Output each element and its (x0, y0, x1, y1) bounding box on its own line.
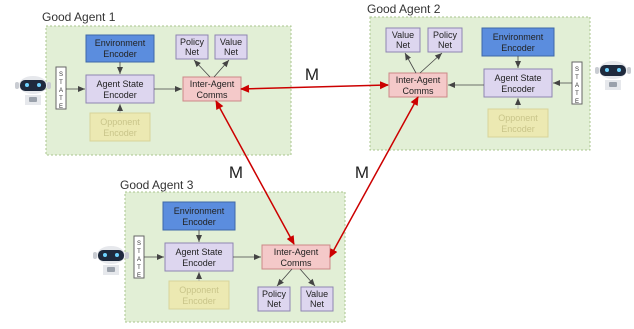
policy-net-label: Net (438, 40, 453, 50)
inter-agent-comms-label: Comms (281, 258, 312, 268)
state-letter: S (137, 241, 141, 247)
policy-net-label: Net (185, 47, 200, 57)
inter-agent-comms-label: Inter-Agent (190, 79, 235, 89)
state-letter: E (59, 104, 63, 110)
value-net-label: Net (224, 47, 239, 57)
opponent-encoder-label: Opponent (498, 113, 538, 123)
agent-state-encoder-label: Agent State (96, 79, 143, 89)
agent-state-encoder (483, 68, 553, 98)
agent-title: Good Agent 3 (120, 178, 194, 192)
state-letter: T (575, 91, 579, 97)
inter-agent-comms-label: Comms (403, 86, 434, 96)
agent-state-encoder-label: Encoder (103, 90, 137, 100)
value-net-label: Value (220, 37, 242, 47)
message-link-2-3 (329, 96, 419, 258)
message-label: M (229, 163, 243, 182)
state-letter: S (575, 67, 579, 73)
agent-panel-3: Good Agent 3 S T A T E Environment Encod… (120, 178, 346, 323)
opponent-encoder (89, 112, 151, 142)
inter-agent-comms (388, 72, 448, 98)
message-link-1-2 (240, 81, 389, 93)
opponent-encoder-label: Encoder (182, 296, 216, 306)
opponent-encoder-label: Encoder (501, 124, 535, 134)
arrow (213, 59, 230, 78)
state-letter: T (59, 80, 63, 86)
opponent-encoder-label: Opponent (179, 285, 219, 295)
arrow (299, 268, 316, 287)
policy-net-label: Net (267, 299, 282, 309)
state-letter: E (137, 273, 141, 279)
arrow (404, 52, 417, 74)
agent-title: Good Agent 2 (367, 2, 441, 16)
message-label: M (305, 65, 319, 84)
state-letter: E (575, 99, 579, 105)
agent-state-encoder (164, 242, 234, 272)
agent-state-encoder-label: Agent State (175, 247, 222, 257)
agent-state-encoder-label: Encoder (501, 84, 535, 94)
state-letter: A (59, 88, 63, 94)
message-links: M M M (215, 65, 419, 258)
value-net-label: Value (392, 30, 414, 40)
opponent-encoder-label: Encoder (103, 128, 137, 138)
value-net (385, 27, 421, 53)
agent-state-encoder-label: Agent State (494, 73, 541, 83)
environment-encoder (85, 34, 155, 63)
state-letter: T (137, 265, 141, 271)
value-net (214, 34, 248, 60)
inter-agent-comms-label: Inter-Agent (396, 75, 441, 85)
environment-encoder (481, 27, 555, 57)
agent-title: Good Agent 1 (42, 10, 116, 24)
inter-agent-comms-label: Comms (197, 90, 228, 100)
policy-net-label: Policy (180, 37, 205, 47)
value-net (300, 286, 334, 312)
message-label: M (355, 163, 369, 182)
state-letter: T (59, 96, 63, 102)
environment-encoder-label: Encoder (501, 43, 535, 53)
robot-icon (93, 246, 129, 275)
state-letter: S (59, 72, 63, 78)
state-letter: A (137, 257, 141, 263)
policy-net-label: Policy (433, 30, 458, 40)
agent-state-encoder (85, 74, 155, 104)
environment-encoder-label: Encoder (182, 217, 216, 227)
state-strip (55, 66, 67, 110)
value-net-label: Net (310, 299, 325, 309)
value-net-label: Value (306, 289, 328, 299)
opponent-encoder (487, 108, 549, 138)
robot-icon (595, 61, 631, 90)
value-net-label: Net (396, 40, 411, 50)
arrow (193, 59, 211, 78)
arrow (276, 268, 293, 287)
policy-net (175, 34, 209, 60)
inter-agent-comms-label: Inter-Agent (274, 247, 319, 257)
arrow (419, 52, 443, 74)
policy-net (257, 286, 291, 312)
policy-net (427, 27, 463, 53)
environment-encoder-label: Environment (95, 38, 146, 48)
inter-agent-comms (261, 244, 331, 270)
state-letter: T (575, 75, 579, 81)
policy-net-label: Policy (262, 289, 287, 299)
environment-encoder-label: Encoder (103, 49, 137, 59)
environment-encoder-label: Environment (493, 32, 544, 42)
state-letter: T (137, 249, 141, 255)
environment-encoder-label: Environment (174, 206, 225, 216)
agent-state-encoder-label: Encoder (182, 258, 216, 268)
robot-icon (15, 76, 51, 105)
state-letter: A (575, 83, 579, 89)
opponent-encoder-label: Opponent (100, 117, 140, 127)
message-link-1-3 (215, 100, 295, 245)
agent-panel-1: Good Agent 1 S T A T E Environment Encod… (42, 10, 292, 156)
